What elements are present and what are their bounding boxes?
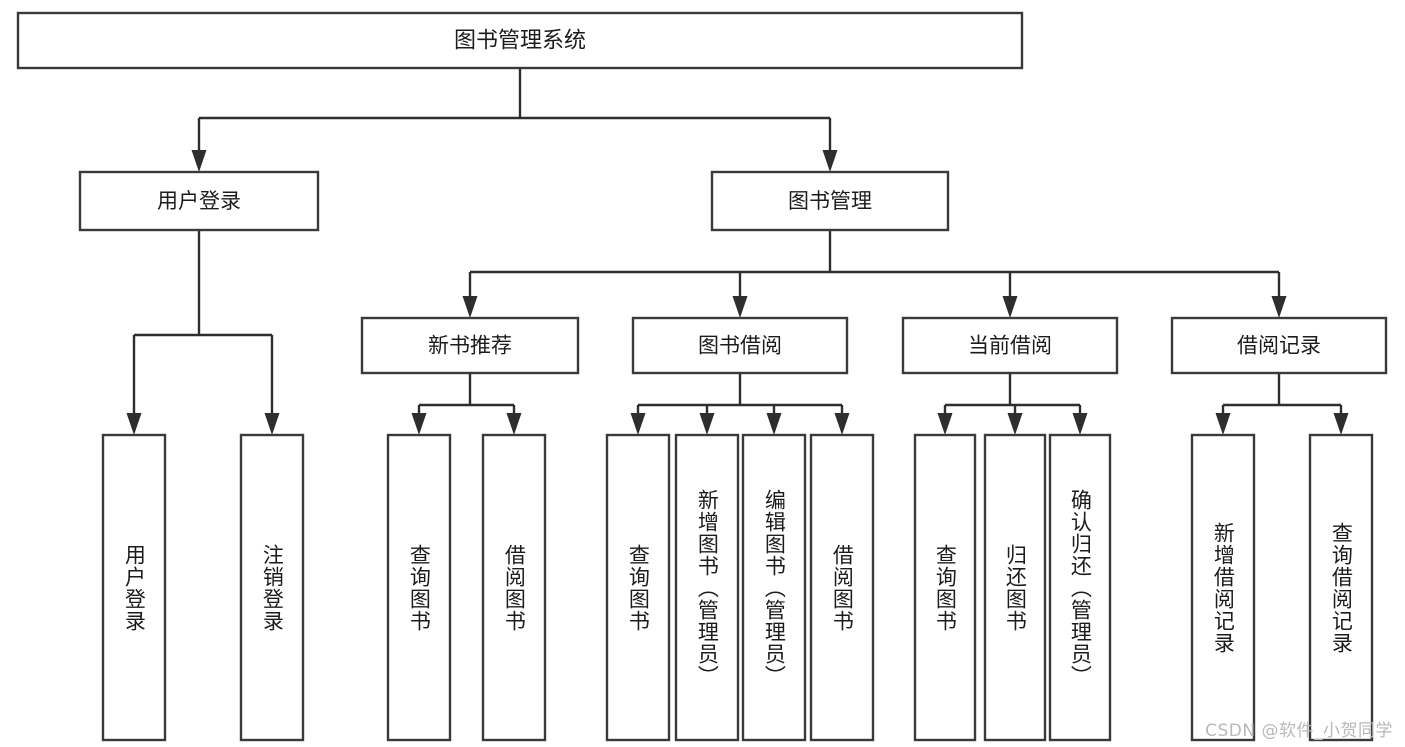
node-box[interactable]	[913, 433, 977, 742]
arrow-head-icon	[1072, 413, 1088, 435]
connector-group	[411, 373, 522, 435]
node-box[interactable]	[481, 433, 547, 742]
arrow-head-icon	[1333, 413, 1349, 435]
connector-group	[1215, 373, 1349, 435]
arrow-head-icon	[462, 296, 478, 318]
node-box[interactable]	[386, 433, 452, 742]
node-box[interactable]	[983, 433, 1047, 742]
node-label: 图书管理	[788, 189, 872, 213]
node-leaf-add-borrow-record[interactable]	[1190, 433, 1256, 742]
node-box[interactable]	[360, 316, 580, 375]
arrow-head-icon	[1215, 413, 1231, 435]
node-box[interactable]	[1170, 316, 1388, 375]
arrow-head-icon	[1271, 296, 1287, 318]
arrow-head-icon	[834, 413, 850, 435]
arrow-head-icon	[937, 413, 953, 435]
node-box[interactable]	[78, 170, 320, 232]
node-box[interactable]	[605, 433, 671, 742]
node-box[interactable]	[741, 433, 807, 742]
node-box[interactable]	[809, 433, 875, 742]
node-current-borrow[interactable]: 当前借阅	[901, 316, 1119, 375]
node-box[interactable]	[1048, 433, 1112, 742]
arrow-head-icon	[126, 413, 142, 435]
node-leaf-query-book-borrow[interactable]	[605, 433, 671, 742]
node-box[interactable]	[674, 433, 740, 742]
node-leaf-borrow-book-recommend[interactable]	[481, 433, 547, 742]
node-label: 图书借阅	[698, 334, 782, 358]
node-leaf-user-login[interactable]	[101, 433, 167, 742]
connector-group	[937, 373, 1088, 435]
arrow-head-icon	[506, 413, 522, 435]
arrow-head-icon	[1002, 296, 1018, 318]
arrow-head-icon	[766, 413, 782, 435]
node-box[interactable]	[901, 316, 1119, 375]
arrow-head-icon	[732, 296, 748, 318]
arrow-head-icon	[411, 413, 427, 435]
arrow-head-icon	[1007, 413, 1023, 435]
node-leaf-add-book-admin[interactable]	[674, 433, 740, 742]
arrow-head-icon	[822, 150, 838, 172]
node-leaf-user-logout[interactable]	[239, 433, 305, 742]
node-root[interactable]: 图书管理系统	[16, 11, 1024, 70]
node-label: 新书推荐	[428, 334, 512, 358]
arrow-head-icon	[264, 413, 280, 435]
arrow-head-icon	[191, 150, 207, 172]
connector-group	[126, 230, 280, 435]
node-leaf-query-book-recommend[interactable]	[386, 433, 452, 742]
connector-group	[191, 68, 838, 172]
node-book-management[interactable]: 图书管理	[710, 170, 950, 232]
connector-group	[462, 230, 1287, 318]
node-borrow-records[interactable]: 借阅记录	[1170, 316, 1388, 375]
node-new-book-recommend[interactable]: 新书推荐	[360, 316, 580, 375]
node-box[interactable]	[16, 11, 1024, 70]
arrow-head-icon	[699, 413, 715, 435]
node-leaf-query-borrow-record[interactable]	[1308, 433, 1374, 742]
node-box[interactable]	[1308, 433, 1374, 742]
connector-group	[630, 373, 850, 435]
node-leaf-return-book[interactable]	[983, 433, 1047, 742]
node-box[interactable]	[239, 433, 305, 742]
node-book-borrow[interactable]: 图书借阅	[631, 316, 849, 375]
node-label: 当前借阅	[968, 334, 1052, 358]
node-box[interactable]	[101, 433, 167, 742]
node-label: 图书管理系统	[454, 29, 586, 54]
node-user-login[interactable]: 用户登录	[78, 170, 320, 232]
node-box[interactable]	[1190, 433, 1256, 742]
node-box[interactable]	[631, 316, 849, 375]
arrow-head-icon	[630, 413, 646, 435]
node-leaf-query-book-current[interactable]	[913, 433, 977, 742]
node-label: 用户登录	[157, 189, 241, 213]
node-leaf-confirm-return-admin[interactable]	[1048, 433, 1112, 742]
node-label: 借阅记录	[1237, 334, 1321, 358]
node-box[interactable]	[710, 170, 950, 232]
node-leaf-edit-book-admin[interactable]	[741, 433, 807, 742]
node-leaf-borrow-book[interactable]	[809, 433, 875, 742]
